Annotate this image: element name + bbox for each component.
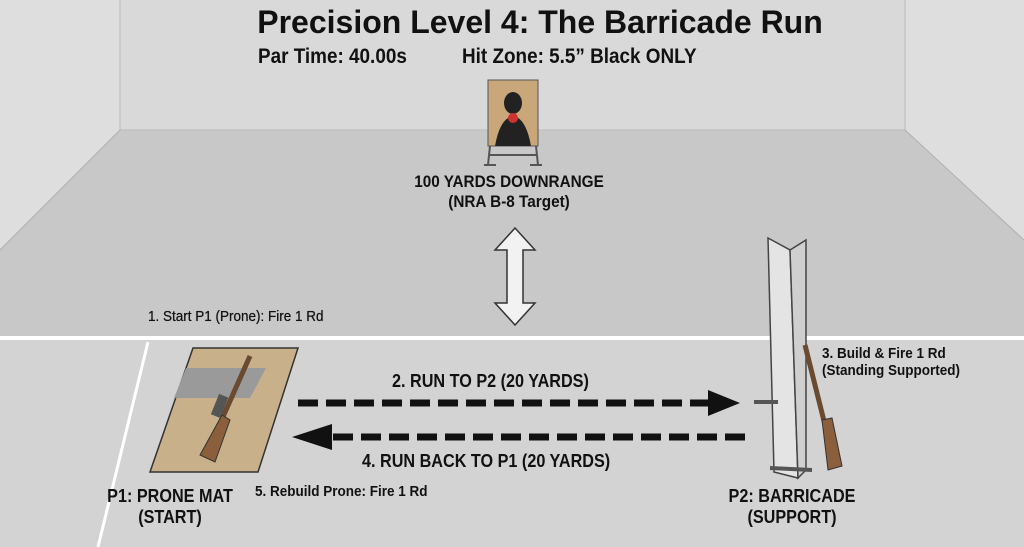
step-1: 1. Start P1 (Prone): Fire 1 Rd — [148, 308, 324, 325]
target-icon — [484, 79, 542, 166]
step-4: 4. RUN BACK TO P1 (20 YARDS) — [362, 451, 611, 471]
barricade-icon — [754, 236, 843, 480]
left-wall — [0, 0, 120, 250]
prone-mat-icon — [148, 347, 300, 473]
target-distance: 100 YARDS DOWNRANGE(NRA B-8 Target) — [414, 172, 604, 211]
step-3: 3. Build & Fire 1 Rd(Standing Supported) — [822, 345, 960, 379]
right-wall — [905, 0, 1024, 240]
page-title: Precision Level 4: The Barricade Run — [257, 4, 823, 40]
par-time: Par Time: 40.00s — [258, 45, 407, 68]
step-5: 5. Rebuild Prone: Fire 1 Rd — [255, 483, 428, 500]
step-2: 2. RUN TO P2 (20 YARDS) — [392, 371, 589, 391]
double-arrow-icon — [493, 226, 537, 327]
p1-label: P1: PRONE MAT(START) — [107, 486, 233, 527]
p2-label: P2: BARRICADE(SUPPORT) — [728, 486, 856, 527]
hit-zone: Hit Zone: 5.5” Black ONLY — [462, 45, 697, 68]
